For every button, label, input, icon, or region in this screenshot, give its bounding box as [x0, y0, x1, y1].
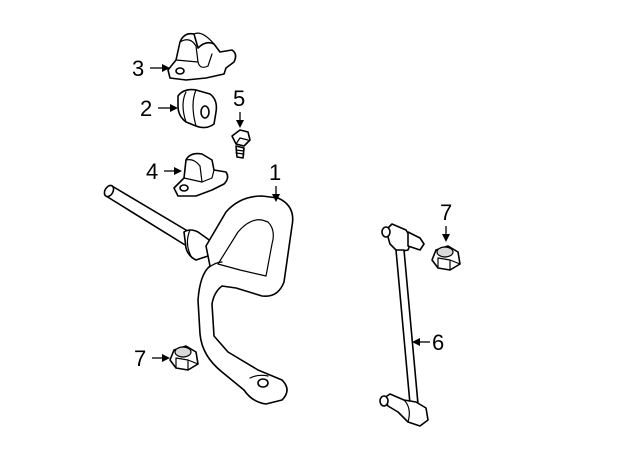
callout-7-left: 7 [134, 346, 146, 371]
bushing-part-2[interactable] [177, 88, 218, 129]
callout-1: 1 [269, 160, 281, 185]
callout-4: 4 [146, 159, 158, 184]
nut-part-7-left[interactable] [169, 345, 199, 371]
stabilizer-link-part-6[interactable] [379, 223, 429, 427]
callout-2: 2 [140, 96, 152, 121]
stabilizer-bar-part-1[interactable] [103, 184, 294, 405]
callout-labels: 3 2 5 4 1 7 6 7 [132, 56, 452, 371]
callout-7-right: 7 [440, 200, 452, 225]
nut-part-7-right[interactable] [431, 245, 461, 271]
callout-5: 5 [233, 86, 245, 111]
callout-3: 3 [132, 56, 144, 81]
bracket-part-4[interactable] [173, 152, 229, 197]
bolt-part-5[interactable] [231, 129, 251, 159]
leader-lines [150, 64, 450, 362]
bracket-part-3[interactable] [167, 32, 237, 81]
callout-6: 6 [432, 330, 444, 355]
